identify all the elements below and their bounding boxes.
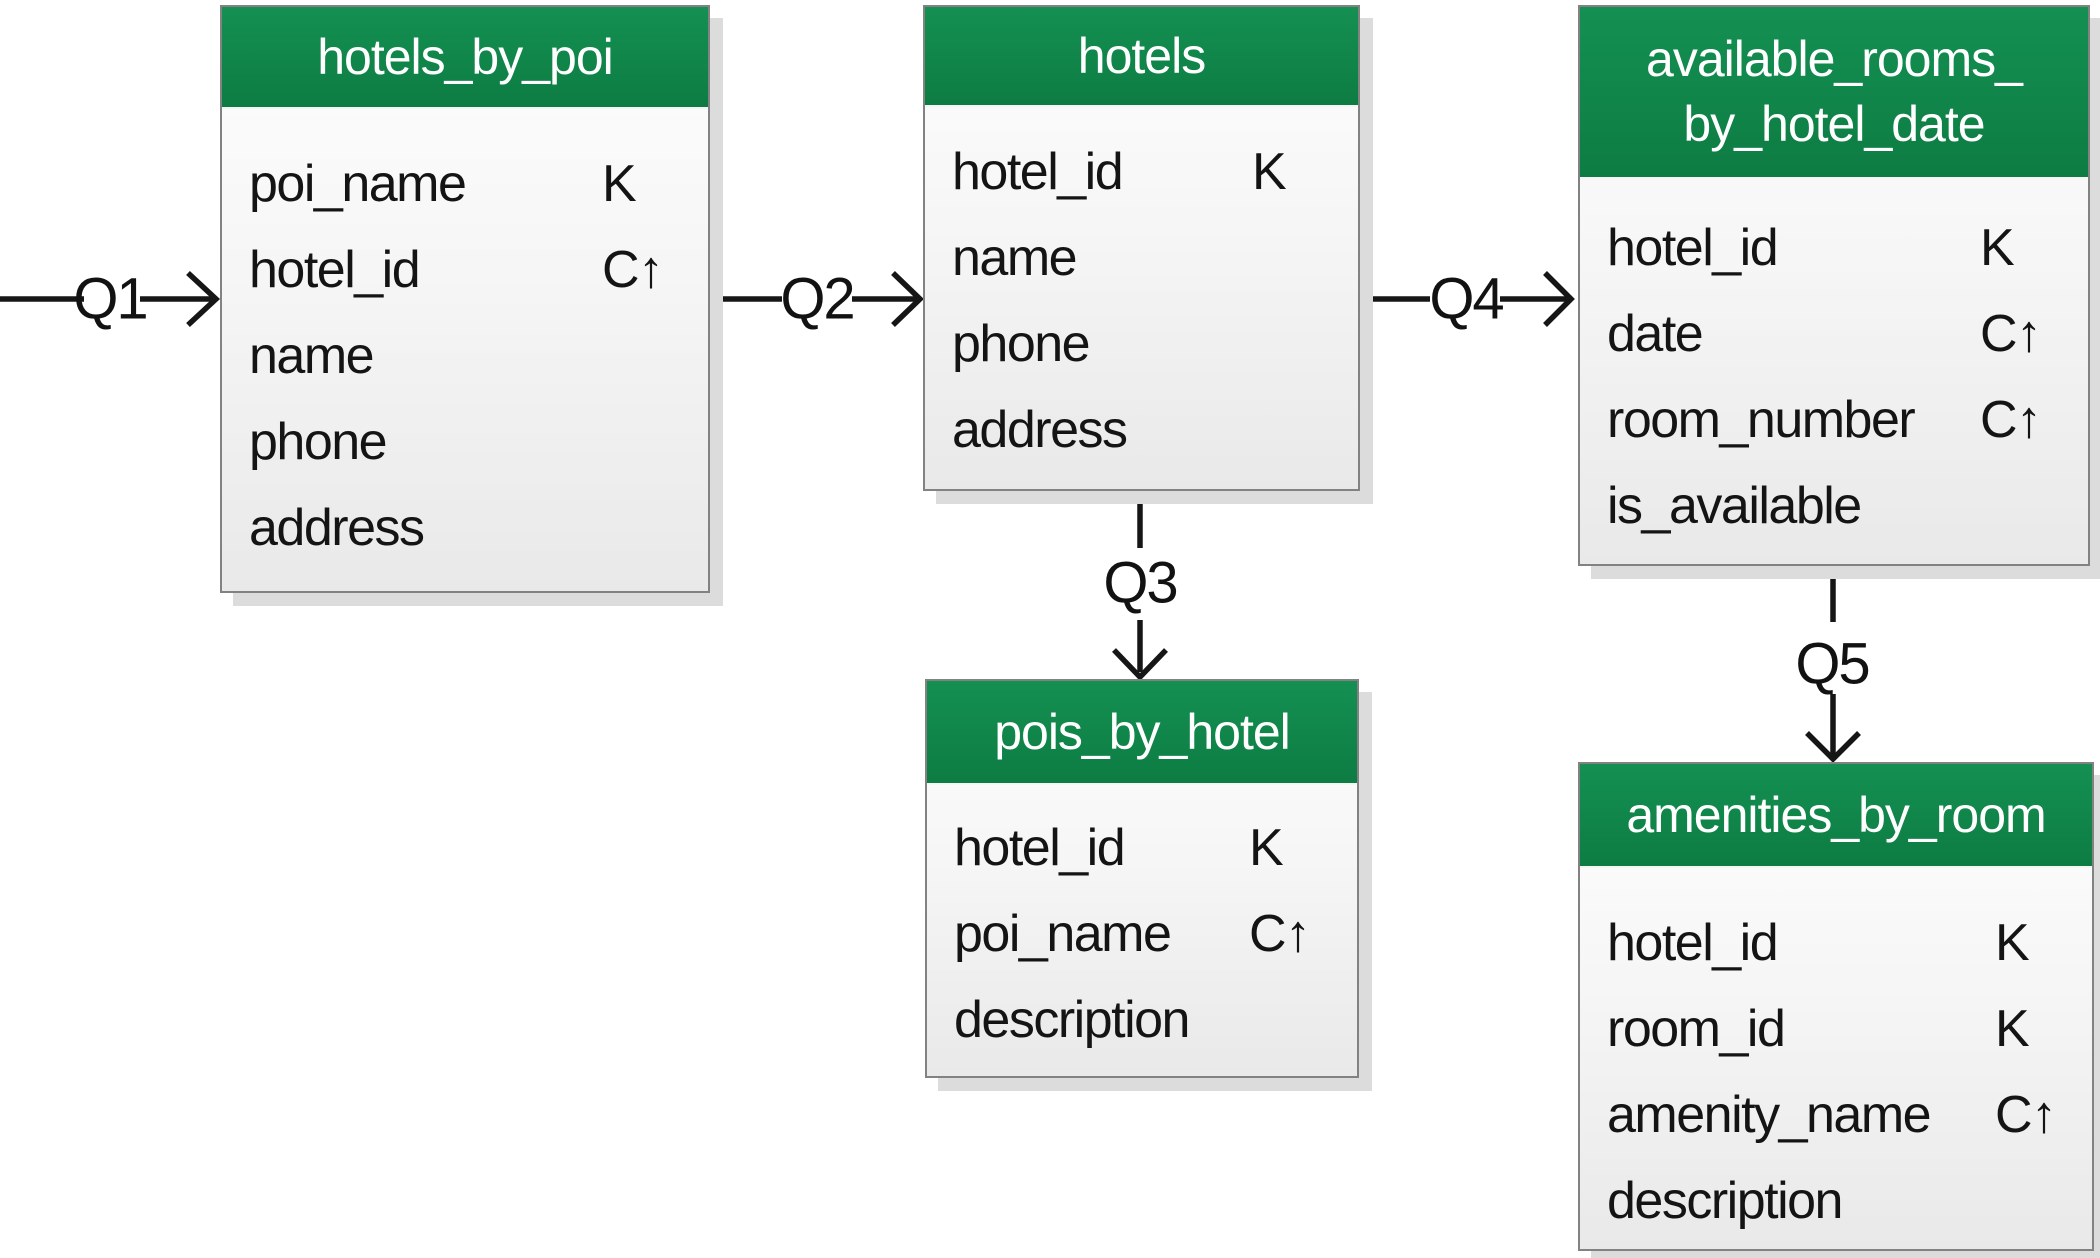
- table-header: pois_by_hotel: [927, 681, 1357, 785]
- field-key: K: [1995, 914, 2030, 972]
- field-row: address: [222, 485, 708, 571]
- table-available-rooms-by-hotel-date: available_rooms_ by_hotel_date hotel_id …: [1578, 5, 2090, 566]
- field-row: hotel_id K: [1580, 900, 2092, 986]
- field-key: C↑: [1980, 305, 2042, 363]
- field-name: hotel_id: [952, 143, 1124, 201]
- table-header: hotels_by_poi: [222, 7, 708, 109]
- field-name: poi_name: [954, 905, 1172, 963]
- field-name: hotel_id: [1607, 914, 1779, 972]
- query-label-q5: Q5: [1795, 631, 1870, 697]
- field-key: K: [1249, 819, 1284, 877]
- field-row: phone: [222, 399, 708, 485]
- field-name: date: [1607, 305, 1704, 363]
- field-row: room_number C↑: [1580, 377, 2088, 463]
- field-name: is_available: [1607, 477, 1862, 535]
- field-name: description: [954, 991, 1190, 1049]
- field-name: name: [952, 229, 1078, 287]
- table-hotels: hotels hotel_id K name phone address: [923, 5, 1360, 491]
- field-row: room_id K: [1580, 986, 2092, 1072]
- field-row: name: [925, 215, 1358, 301]
- query-label-q3: Q3: [1103, 550, 1178, 616]
- table-amenities-by-room: amenities_by_room hotel_id K room_id K a…: [1578, 762, 2094, 1251]
- field-row: hotel_id K: [927, 805, 1357, 891]
- table-hotels-by-poi: hotels_by_poi poi_name K hotel_id C↑ nam…: [220, 5, 710, 593]
- field-name: phone: [952, 315, 1091, 373]
- field-name: phone: [249, 413, 388, 471]
- field-row: description: [927, 977, 1357, 1063]
- field-row: name: [222, 313, 708, 399]
- field-name: amenity_name: [1607, 1086, 1932, 1144]
- field-name: description: [1607, 1172, 1843, 1230]
- field-key: K: [1252, 143, 1287, 201]
- field-key: K: [1995, 1000, 2030, 1058]
- field-row: hotel_id K: [925, 129, 1358, 215]
- field-key: C↑: [1995, 1086, 2057, 1144]
- field-row: address: [925, 387, 1358, 473]
- table-title: hotels_by_poi: [317, 28, 614, 85]
- table-header: amenities_by_room: [1580, 764, 2092, 868]
- field-name: room_number: [1607, 391, 1916, 449]
- field-key: C↑: [1249, 905, 1311, 963]
- field-row: hotel_id K: [1580, 205, 2088, 291]
- table-title: hotels: [1077, 27, 1206, 84]
- table-header: hotels: [925, 7, 1358, 107]
- field-key: C↑: [1980, 391, 2042, 449]
- table-header: available_rooms_ by_hotel_date: [1580, 7, 2088, 179]
- field-name: address: [952, 401, 1128, 459]
- field-row: amenity_name C↑: [1580, 1072, 2092, 1158]
- query-label-q2: Q2: [780, 266, 855, 332]
- table-title: available_rooms_: [1646, 31, 2023, 87]
- field-row: poi_name C↑: [927, 891, 1357, 977]
- field-name: hotel_id: [249, 241, 421, 299]
- query-label-q4: Q4: [1429, 266, 1504, 332]
- field-name: room_id: [1607, 1000, 1786, 1058]
- table-title: pois_by_hotel: [994, 703, 1291, 760]
- field-key: K: [1980, 219, 2015, 277]
- table-title: by_hotel_date: [1683, 96, 1985, 152]
- field-row: date C↑: [1580, 291, 2088, 377]
- field-key: K: [602, 155, 637, 213]
- field-name: address: [249, 499, 425, 557]
- field-name: hotel_id: [1607, 219, 1779, 277]
- field-key: C↑: [602, 241, 664, 299]
- field-name: name: [249, 327, 375, 385]
- table-pois-by-hotel: pois_by_hotel hotel_id K poi_name C↑ des…: [925, 679, 1359, 1078]
- field-row: poi_name K: [222, 141, 708, 227]
- field-name: poi_name: [249, 155, 467, 213]
- query-label-q1: Q1: [73, 266, 148, 332]
- field-row: description: [1580, 1158, 2092, 1244]
- field-row: is_available: [1580, 463, 2088, 549]
- field-row: hotel_id C↑: [222, 227, 708, 313]
- table-title: amenities_by_room: [1626, 786, 2046, 843]
- field-name: hotel_id: [954, 819, 1126, 877]
- field-row: phone: [925, 301, 1358, 387]
